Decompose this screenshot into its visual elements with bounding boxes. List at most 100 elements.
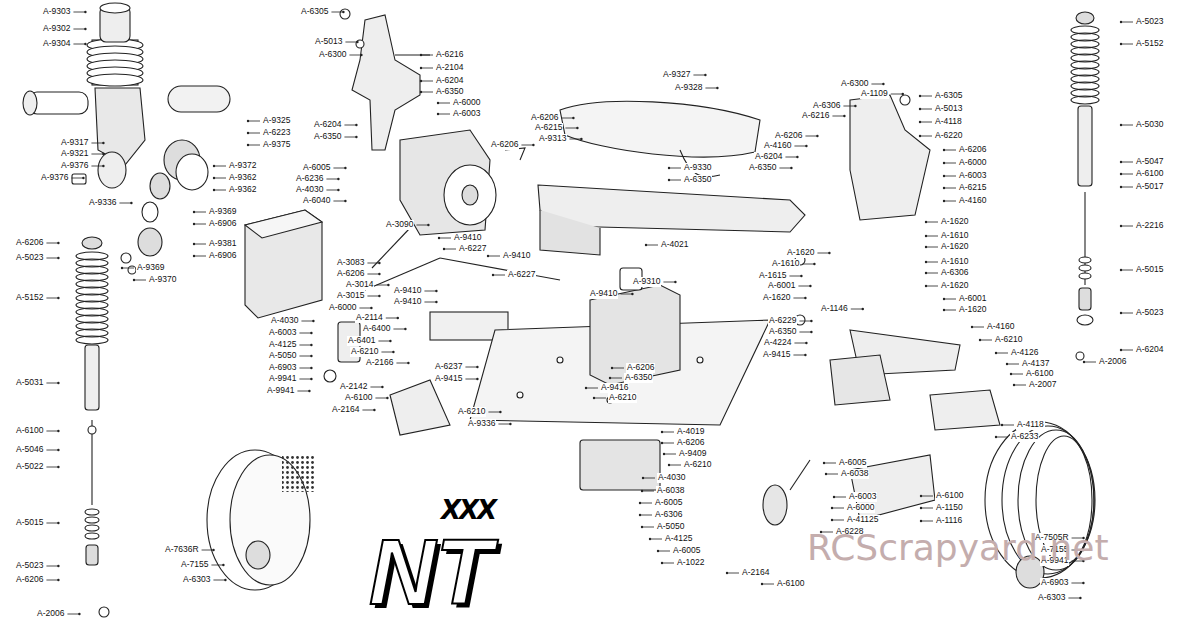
callout-number: A-6000	[452, 98, 481, 108]
leader-line	[421, 92, 433, 93]
leader-dot	[639, 502, 641, 504]
callout-number: A-5030	[1135, 120, 1164, 130]
callout-number: A-5047	[1135, 157, 1164, 167]
engine	[95, 88, 145, 165]
chassis-plate	[557, 357, 563, 363]
leader-line	[1121, 313, 1133, 314]
leader-line	[344, 137, 356, 138]
callout-number: A-5022	[15, 462, 44, 472]
callout-number: A-6100	[344, 393, 373, 403]
leader-line	[91, 143, 103, 144]
leader-line	[333, 201, 345, 202]
leader-line	[779, 168, 791, 169]
callout-number: A-6005	[302, 163, 331, 173]
leader-dot	[580, 138, 582, 140]
leader-dot	[843, 115, 845, 117]
leader-dot	[925, 272, 927, 274]
rear-shock	[1071, 96, 1099, 104]
leader-line	[705, 88, 717, 89]
leader-line	[378, 341, 390, 342]
callout-number: A-5013	[314, 37, 343, 47]
callout-number: A-5152	[1135, 39, 1164, 49]
leader-line	[521, 145, 533, 146]
callout-number: A-9303	[42, 7, 71, 17]
callout-number: A-6350	[435, 87, 464, 97]
leader-dot	[943, 298, 945, 300]
leader-line	[194, 212, 206, 213]
callout-number: A-2142	[339, 382, 368, 392]
leader-dot	[247, 132, 249, 134]
leader-dot	[84, 43, 86, 45]
rear-suspension	[930, 390, 1000, 430]
leader-line	[920, 109, 932, 110]
tuned-pipe	[560, 101, 760, 157]
callout-number: A-9409	[678, 449, 707, 459]
leader-dot	[716, 87, 718, 89]
callout-number: A-6206	[958, 145, 987, 155]
engine	[142, 202, 158, 222]
callout-number: A-6204	[1135, 345, 1164, 355]
callout-number: A-6306	[812, 101, 841, 111]
leader-line	[920, 122, 932, 123]
callout-number: A-1620	[940, 281, 969, 291]
callout-number: A-5023	[1135, 17, 1164, 27]
leader-dot	[337, 189, 339, 191]
leader-line	[834, 497, 846, 498]
engine	[23, 3, 230, 274]
callout-number: A-9941	[268, 374, 297, 384]
front-shock	[99, 607, 109, 617]
callout-number: A-5050	[268, 351, 297, 361]
callout-number: A-6003	[452, 109, 481, 119]
callout-number: A-4224	[763, 338, 792, 348]
leader-dot	[919, 121, 921, 123]
leader-line	[393, 329, 405, 330]
callout-number: A-4160	[763, 141, 792, 151]
steering-bellcrank	[352, 15, 420, 150]
leader-dot	[378, 295, 380, 297]
leader-dot	[657, 550, 659, 552]
tuned-pipe	[560, 101, 760, 176]
engine	[150, 173, 170, 199]
leader-dot	[641, 490, 643, 492]
steering-bellcrank	[340, 9, 430, 150]
engine	[128, 266, 136, 274]
leader-dot	[387, 284, 389, 286]
leader-line	[488, 412, 500, 413]
leader-line	[944, 299, 956, 300]
leader-dot	[389, 340, 391, 342]
leader-line	[669, 465, 681, 466]
leader-line	[926, 247, 938, 248]
leader-line	[1121, 44, 1133, 45]
leader-dot	[1001, 424, 1003, 426]
callout-number: A-9327	[662, 70, 691, 80]
leader-dot	[1006, 363, 1008, 365]
leader-line	[980, 340, 992, 341]
leader-line	[794, 343, 806, 344]
leader-line	[424, 291, 436, 292]
leader-dot	[392, 351, 394, 353]
leader-dot	[823, 462, 825, 464]
leader-dot	[641, 526, 643, 528]
leader-line	[789, 276, 801, 277]
callout-number: A-7636R	[164, 545, 200, 555]
callout-number: A-5023	[1135, 308, 1164, 318]
engine	[121, 253, 131, 263]
leader-dot	[1120, 161, 1122, 163]
leader-dot	[420, 80, 422, 82]
leader-line	[727, 573, 739, 574]
callout-number: A-2006	[36, 609, 65, 619]
leader-line	[586, 388, 598, 389]
callout-number: A-2164	[741, 568, 770, 578]
leader-line	[194, 256, 206, 257]
leader-dot	[397, 317, 399, 319]
leader-line	[926, 262, 938, 263]
callout-number: A-9370	[148, 275, 177, 285]
leader-line	[1007, 364, 1019, 365]
engine	[176, 154, 208, 190]
leader-dot	[833, 496, 835, 498]
callout-number: A-1610	[940, 257, 969, 267]
leader-dot	[572, 117, 574, 119]
steering-bellcrank	[356, 40, 364, 48]
leader-line	[793, 298, 805, 299]
